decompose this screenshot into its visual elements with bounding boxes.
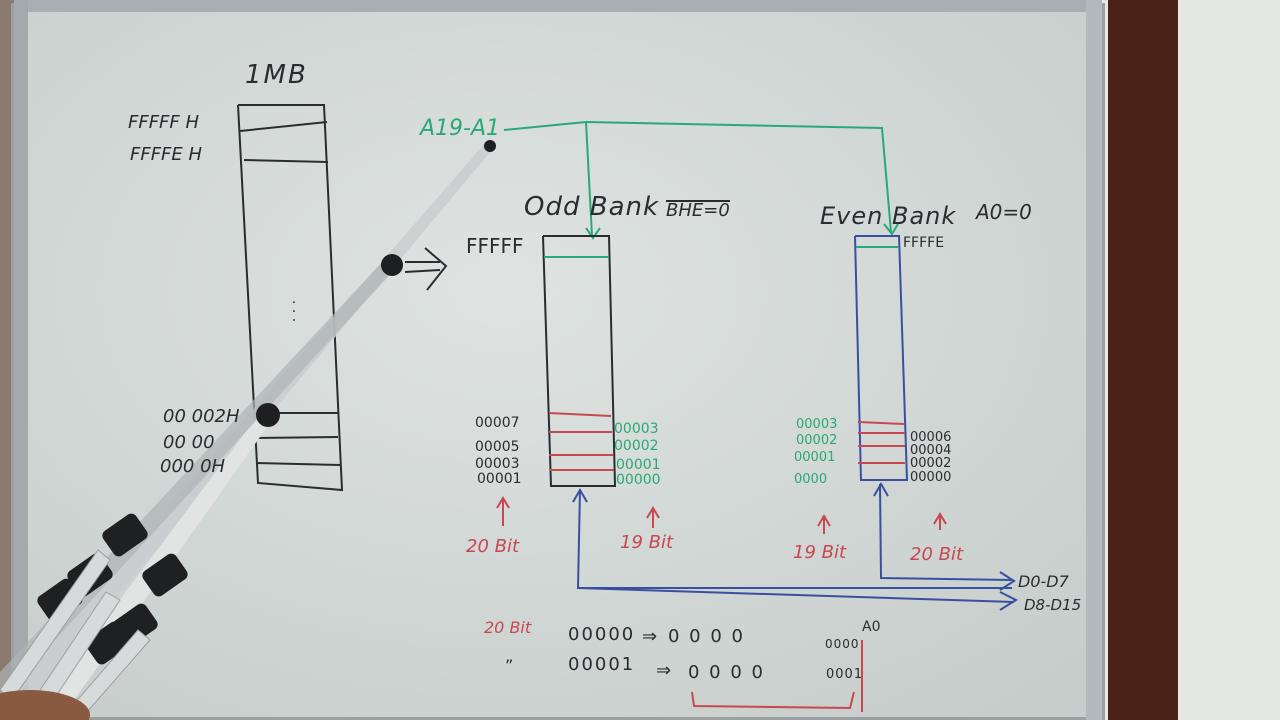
board-top-rail: [14, 0, 1102, 12]
even-bank-right-addr-3: 00000: [910, 470, 952, 485]
bottom-row-0-label: 20 Bit: [484, 618, 532, 637]
odd-bank-rows: [548, 412, 614, 471]
odd-bank-right-addr-1: 00002: [614, 438, 659, 454]
odd-bank-left-caption: 20 Bit: [466, 536, 520, 557]
bottom-row-1-arrow: ⇒: [656, 660, 672, 681]
hand: [0, 690, 90, 720]
even-bank-top-address: FFFFE: [903, 235, 945, 251]
odd-bank-column: [542, 235, 617, 487]
address-bus: [503, 120, 899, 240]
odd-bank-right-addr-3: 00000: [616, 472, 661, 488]
memory-addr-top: FFFFF H: [128, 112, 200, 133]
board-left-rail: [14, 0, 28, 720]
data-bus-high-label: D8-D15: [1024, 596, 1082, 614]
odd-bank-left-addr-2: 00003: [475, 456, 520, 472]
even-bank-left-caption: 19 Bit: [793, 542, 847, 563]
bottom-row-0-bits: 0000: [825, 637, 860, 651]
even-bank-right-addr-1: 00004: [910, 443, 952, 458]
odd-bank-title: Odd Bank: [524, 192, 660, 222]
bottom-row-1-value: 00001: [568, 654, 636, 675]
even-bank-right-addr-0: 00006: [910, 430, 952, 445]
pointer-shafts: [0, 549, 151, 720]
memory-addr-low2: 00 00: [163, 432, 215, 453]
memory-addr-low1: 00 002H: [163, 406, 240, 427]
even-bank-right-addr-2: 00002: [910, 456, 952, 471]
even-bank-left-addr-1: 00002: [796, 433, 838, 448]
bit-arrows: [496, 496, 947, 712]
odd-bank-right-addr-0: 00003: [614, 421, 659, 437]
even-bank-rows: [857, 421, 905, 464]
bottom-a0-label: A0: [862, 619, 881, 635]
odd-bank-condition: BHE=0: [666, 200, 730, 221]
wall-left: [0, 0, 14, 720]
board-right-rail: [1086, 0, 1102, 720]
even-bank-left-addr-2: 00001: [794, 450, 836, 465]
data-bus-low-label: D0-D7: [1018, 572, 1069, 591]
bottom-row-0-arrow: ⇒: [642, 626, 658, 647]
odd-bank-right-addr-2: 00001: [616, 457, 661, 473]
even-bank-right-caption: 20 Bit: [910, 544, 964, 565]
odd-bank-top-address: FFFFF: [466, 234, 524, 258]
odd-bank-right-caption: 19 Bit: [620, 532, 674, 553]
odd-bank-left-addr-0: 00007: [475, 415, 520, 431]
even-bank-condition: A0=0: [976, 200, 1032, 224]
even-bank-title: Even Bank: [820, 202, 957, 230]
memory-addr-second: FFFFE H: [130, 144, 203, 165]
mapping-arrow: [404, 247, 448, 291]
memory-addr-low3: 000 0H: [160, 456, 226, 477]
address-bus-label: A19-A1: [420, 116, 501, 141]
memory-dots: . . .: [289, 300, 305, 323]
bottom-row-1-shifted: 0 0 0 0: [688, 662, 765, 683]
memory-column: [237, 104, 344, 492]
data-bus: [572, 482, 1019, 611]
bottom-row-1-bits: 0001: [826, 667, 864, 682]
odd-bank-left-addr-1: 00005: [475, 439, 520, 455]
wood-frame: [1108, 0, 1178, 720]
bottom-row-1-label: ”: [505, 656, 514, 675]
memory-title: 1MB: [245, 60, 308, 90]
bottom-row-0-shifted: 0 0 0 0: [668, 626, 745, 647]
even-bank-column: [854, 235, 909, 481]
odd-bank-left-addr-3: 00001: [477, 471, 522, 487]
bottom-row-0-value: 00000: [568, 624, 636, 645]
even-bank-left-addr-3: 0000: [794, 472, 828, 487]
even-bank-left-addr-0: 00003: [796, 417, 838, 432]
